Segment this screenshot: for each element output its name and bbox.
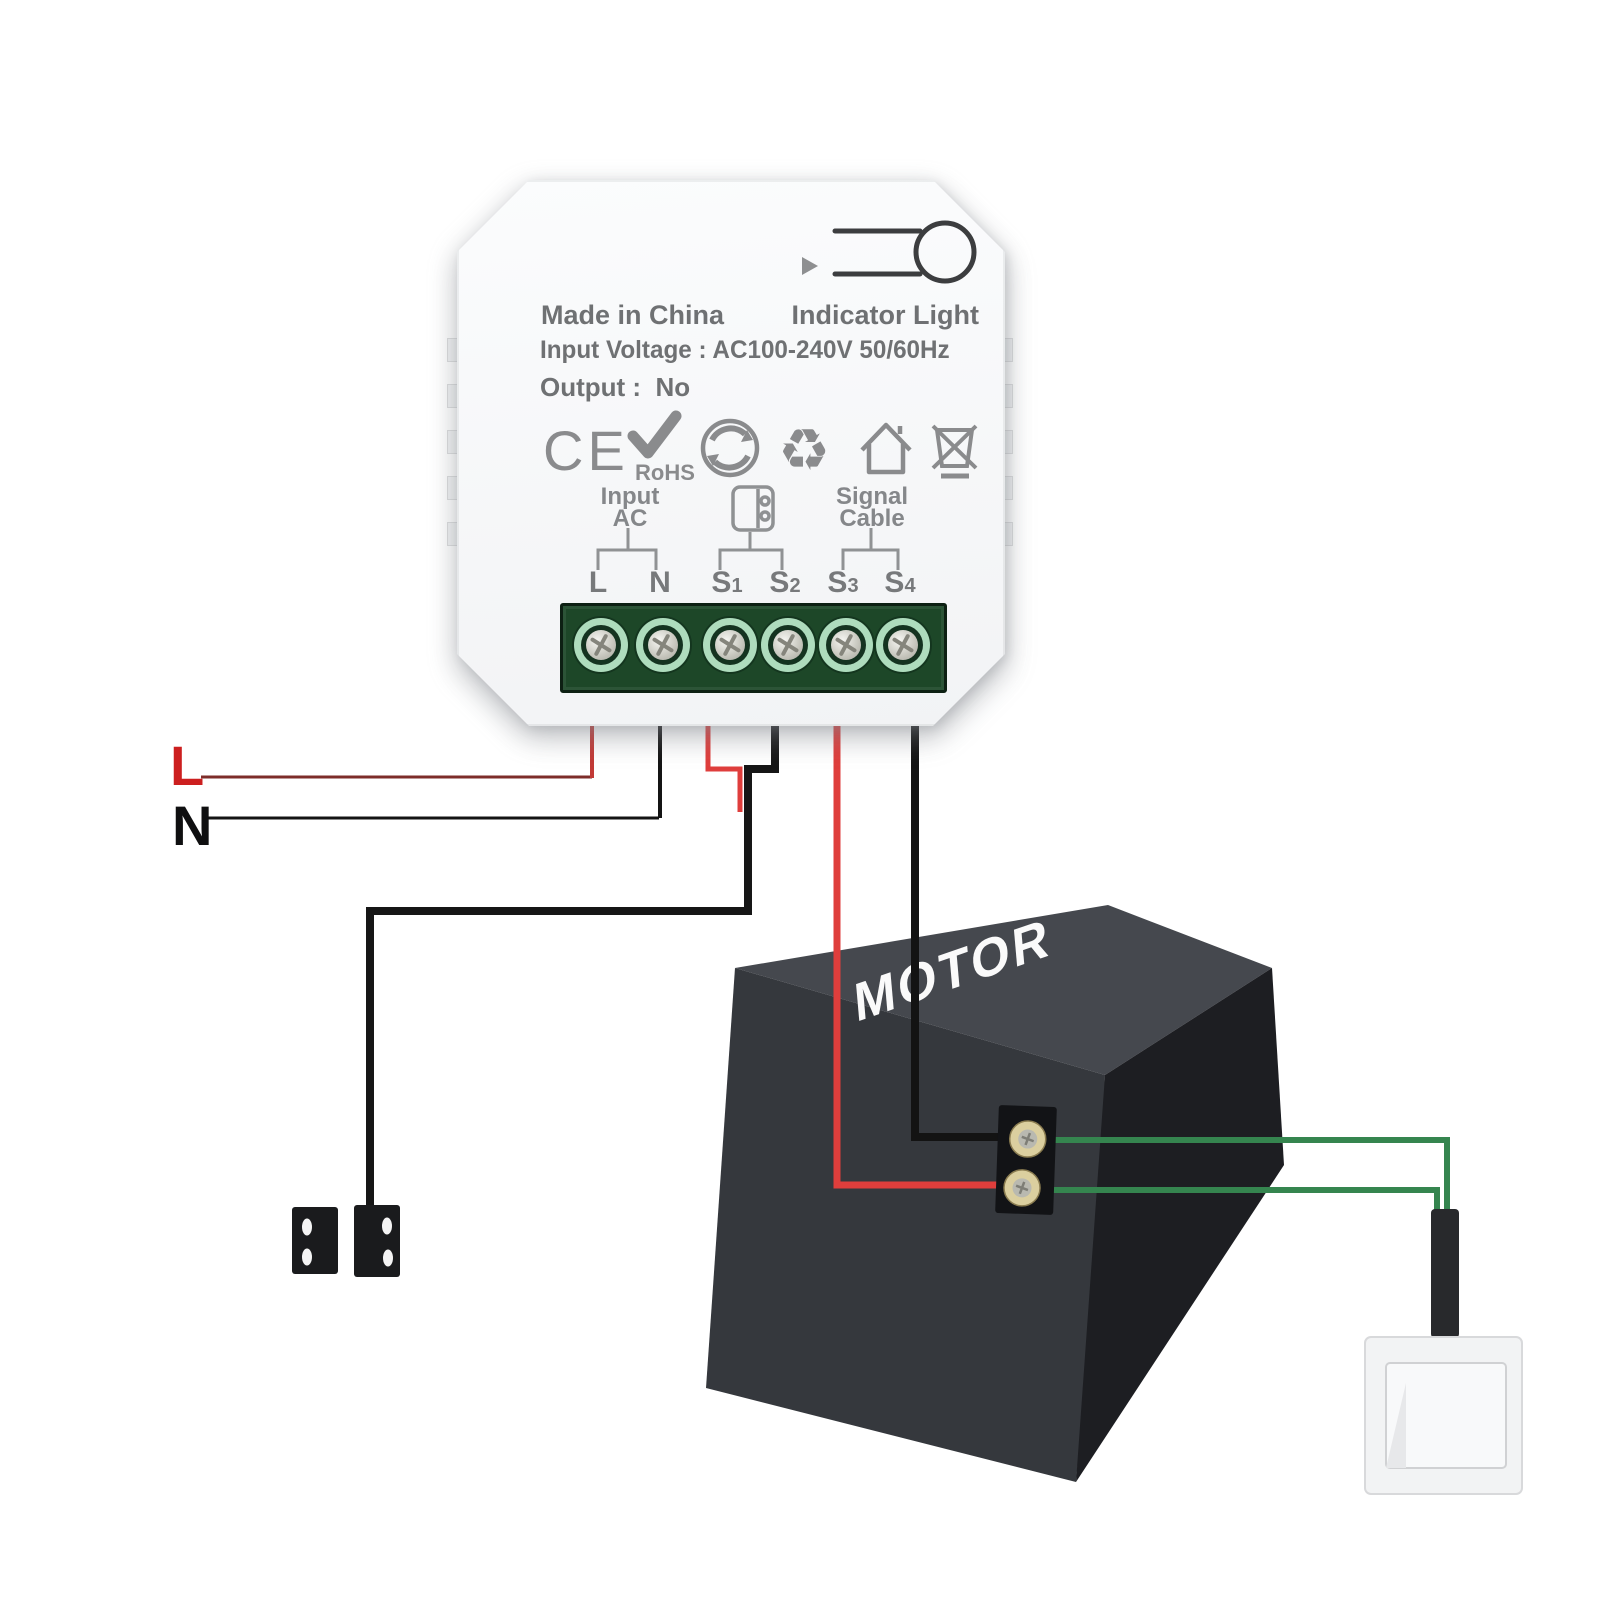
terminal-screw-s1 <box>703 618 757 672</box>
recycle-icon: ♻ <box>778 416 830 484</box>
terminal-label-s3: S3 <box>827 566 859 599</box>
motor-switch-green-wires <box>1037 1137 1450 1213</box>
motor-box: MOTOR <box>706 905 1284 1482</box>
wall-switch <box>1364 1336 1523 1495</box>
signal-red-wire <box>833 723 1005 1189</box>
terminal-label-s2: S2 <box>769 566 801 599</box>
motor-screw-top <box>1008 1120 1047 1158</box>
house-icon <box>860 422 912 475</box>
green-dot-icon <box>700 418 760 478</box>
neutral-wire <box>206 723 662 820</box>
module-print-layer: CE RoHS ♻ <box>543 220 978 570</box>
terminal-screw-s3 <box>819 618 873 672</box>
switch-cable-sleeve <box>1431 1209 1459 1338</box>
live-wire <box>201 723 594 779</box>
output-text: Output : No <box>540 372 691 402</box>
crossed-bin-icon <box>931 424 978 479</box>
door-sensor-icon <box>731 485 775 532</box>
signal-black-wire <box>911 723 1004 1141</box>
module-body: Made in China Indicator Light Input Volt… <box>457 180 1005 726</box>
terminal-screw-n <box>636 618 690 672</box>
terminal-label-l: L <box>588 566 608 599</box>
switch-rocker <box>1385 1362 1507 1469</box>
input-ac-label: Input AC <box>600 483 660 532</box>
neutral-wire-label: N <box>172 794 213 857</box>
indicator-light-label: Indicator Light <box>791 300 979 330</box>
sensor-cable <box>366 723 779 1207</box>
terminal-label-s4: S4 <box>884 566 916 599</box>
terminal-label-s1: S1 <box>711 566 743 599</box>
live-wire-label: L <box>170 734 205 797</box>
motor-screw-bottom <box>1003 1169 1041 1207</box>
indicator-arrow-icon <box>802 257 818 275</box>
terminal-screw-s4 <box>876 618 930 672</box>
terminal-screw-s2 <box>761 618 815 672</box>
terminal-brackets <box>596 528 900 570</box>
ce-mark-icon: CE <box>543 419 629 482</box>
door-sensor <box>292 1205 400 1277</box>
rohs-check-icon: RoHS <box>627 410 695 485</box>
input-voltage-text: Input Voltage : AC100-240V 50/60Hz <box>540 336 950 364</box>
svg-text:RoHS: RoHS <box>635 460 695 485</box>
made-in-china-text: Made in China <box>541 300 725 330</box>
terminal-screw-l <box>574 618 628 672</box>
indicator-light-icon <box>832 220 977 284</box>
smart-switch-module: Made in China Indicator Light Input Volt… <box>457 180 1005 726</box>
terminal-block <box>560 603 947 693</box>
terminal-label-n: N <box>649 566 671 599</box>
signal-cable-label: Signal Cable <box>835 483 908 532</box>
motor-terminals <box>995 1105 1057 1215</box>
